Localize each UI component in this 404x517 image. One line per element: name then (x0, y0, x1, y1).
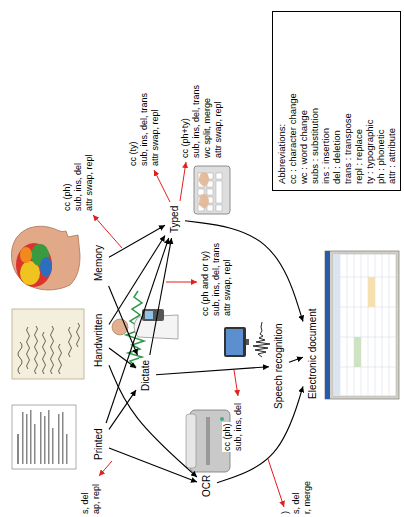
legend-heading: Abbreviations: (276, 18, 287, 184)
node-label: Handwritten (93, 314, 105, 367)
abbreviation-entry: ty : typographic (364, 18, 375, 184)
leader-line (234, 370, 238, 396)
abbreviation-entry: attr : attribute (386, 18, 397, 184)
flow-arrow (109, 235, 165, 324)
leader-line (154, 170, 170, 202)
error-annotation: s, del (291, 491, 301, 515)
node-label: Printed (93, 428, 105, 460)
error-annotation: wc split, merge (202, 97, 212, 159)
node-label: Typed (169, 206, 181, 233)
leader-line (166, 282, 197, 283)
error-annotation: attr swap, repl (222, 258, 232, 317)
node-label: Speech recognition (273, 323, 285, 409)
flow-arrow (109, 225, 165, 257)
error-annotation: sub, ins, del, trans (139, 92, 149, 167)
error-annotation: ap, repl (91, 483, 101, 515)
abbreviation-entry: ph : phonetic (375, 18, 386, 184)
node-label: Memory (93, 245, 105, 281)
flow-arrow (217, 386, 303, 482)
error-annotation: cc (ph and or ty) (200, 250, 210, 317)
flow-arrow (150, 238, 172, 355)
error-annotation: cc (ph) (62, 182, 72, 212)
error-annotation: attr swap, repl (84, 153, 94, 212)
process-label: OCR (200, 473, 214, 499)
handwritten-letter (12, 309, 84, 379)
dictating-person (112, 291, 178, 367)
error-annotation: sub, ins, del (73, 162, 83, 212)
flow-arrow (109, 286, 138, 355)
leader-line (99, 461, 112, 476)
flow-arrow (289, 357, 303, 362)
leader-line (268, 459, 284, 507)
keyboard (194, 166, 230, 214)
error-annotation: attr swap, repl (150, 108, 160, 167)
flow-arrow (106, 238, 169, 423)
speech-computer (224, 322, 270, 357)
brain-head (11, 226, 80, 290)
abbreviation-entry: ins : insertion (320, 18, 331, 184)
document-screenshot (325, 251, 399, 399)
abbreviation-entry: cc : character change (287, 18, 298, 184)
error-annotation: cc (ph+ty) (180, 117, 190, 159)
flow-arrow (185, 221, 303, 322)
abbreviation-entry: del : deletion (331, 18, 342, 184)
source-label: Printed (92, 426, 106, 462)
abbreviation-entry: trans : transpose (342, 18, 353, 184)
node-label: Electronic document (307, 308, 319, 399)
error-annotation: cc (ty) (128, 141, 138, 168)
output-label: Electronic document (306, 306, 320, 401)
error-annotation: attr swap, repl (213, 100, 223, 159)
node-label: OCR (201, 475, 213, 497)
abbreviation-entry: wc : word change (298, 18, 309, 184)
error-annotation: cc (ph) (222, 422, 232, 452)
process-label: Dictate (139, 358, 153, 393)
error-annotation: r, merge (302, 480, 312, 515)
source-label: Handwritten (92, 312, 106, 369)
error-annotation: ) (280, 510, 290, 515)
abbreviation-entry: repl : replace (353, 18, 364, 184)
node-label: Dictate (140, 360, 152, 391)
printed-page (12, 405, 76, 469)
flow-arrow (156, 367, 269, 375)
flow-arrow (109, 365, 197, 477)
process-label: Typed (168, 204, 182, 235)
error-annotation: s, del (80, 491, 90, 515)
abbreviation-entry: subs : substitution (309, 18, 320, 184)
error-annotation: sub, ins, del (233, 402, 243, 452)
abbreviation-box: Abbreviations:cc : character changewc : … (272, 11, 401, 191)
leader-line (180, 162, 186, 201)
source-label: Memory (92, 243, 106, 283)
error-annotation: sub, ins, del, trans (191, 84, 201, 159)
flow-arrow (109, 348, 136, 368)
error-annotation: sub, ins, del, trans (211, 242, 221, 317)
process-label: Speech recognition (272, 321, 286, 411)
